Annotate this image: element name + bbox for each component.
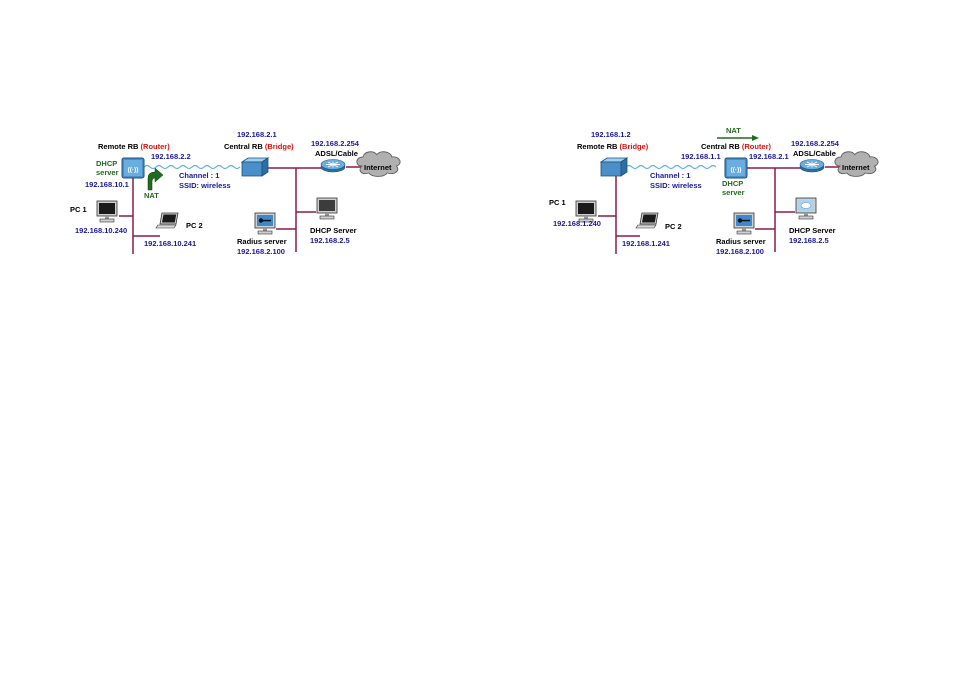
nat-arrow-icon: [147, 167, 164, 191]
remote-rb-title: Remote RB (Router): [98, 142, 170, 151]
dhcp-label-line2: server: [722, 188, 745, 197]
adsl-modem-icon: [799, 159, 825, 173]
diagram-left: ((·)) Remote RB (Router) 192.168.2.1 Cen…: [70, 130, 401, 256]
dhcp-server-ip: 192.168.2.5: [310, 236, 350, 245]
central-wan-ip: 192.168.2.1: [749, 152, 789, 161]
svg-text:((·)): ((·)): [731, 167, 742, 174]
adsl-label: ADSL/Cable: [315, 149, 358, 158]
adsl-modem-icon: [320, 159, 346, 173]
channel-label: Channel : 1: [650, 171, 690, 180]
ssid-label: SSID: wireless: [179, 181, 231, 190]
nat-arrow-icon: [717, 135, 759, 141]
adsl-label: ADSL/Cable: [793, 149, 836, 158]
remote-lan-ip: 192.168.10.1: [85, 180, 129, 189]
ssid-label: SSID: wireless: [650, 181, 702, 190]
wireless-link: [143, 164, 241, 170]
dhcp-server-icon: [316, 197, 338, 220]
radius-label: Radius server: [237, 237, 287, 246]
diagram-right: ((·)) 192.168.1.2 Remote RB (Bridge) NAT…: [549, 126, 879, 256]
dhcp-server-ip: 192.168.2.5: [789, 236, 829, 245]
lan-cables: [598, 166, 843, 254]
pc2-label: PC 2: [186, 221, 203, 230]
dhcp-label-line1: DHCP: [722, 179, 743, 188]
wireless-link: [625, 164, 717, 170]
central-rb-ip: 192.168.2.1: [237, 130, 277, 139]
radius-server-icon: [733, 212, 755, 235]
svg-text:((·)): ((·)): [128, 167, 139, 174]
central-rb-router-icon: ((·)): [724, 157, 748, 179]
pc1-ip: 192.168.1.240: [553, 219, 601, 228]
dhcp-server-label: DHCP Server: [310, 226, 357, 235]
pc2-ip: 192.168.1.241: [622, 239, 670, 248]
central-rb-title: Central RB (Bridge): [224, 142, 294, 151]
nat-label: NAT: [144, 191, 159, 200]
internet-label: Internet: [364, 163, 392, 172]
pc2-icon: [155, 212, 179, 229]
pc2-label: PC 2: [665, 222, 682, 231]
central-wlan-ip: 192.168.1.1: [681, 152, 721, 161]
remote-rb-router-icon: ((·)): [121, 157, 145, 179]
pc1-label: PC 1: [70, 205, 87, 214]
remote-rb-ip: 192.168.1.2: [591, 130, 631, 139]
dhcp-label-line2: server: [96, 168, 119, 177]
internet-label: Internet: [842, 163, 870, 172]
pc1-label: PC 1: [549, 198, 566, 207]
dhcp-server-icon: [795, 197, 817, 220]
remote-wlan-ip: 192.168.2.2: [151, 152, 191, 161]
nat-label: NAT: [726, 126, 741, 135]
dhcp-server-label: DHCP Server: [789, 226, 836, 235]
central-rb-bridge-icon: [241, 157, 269, 177]
pc2-icon: [635, 212, 659, 229]
radius-ip: 192.168.2.100: [237, 247, 285, 256]
radius-ip: 192.168.2.100: [716, 247, 764, 256]
adsl-ip: 192.168.2.254: [791, 139, 840, 148]
pc2-ip: 192.168.10.241: [144, 239, 196, 248]
central-rb-title: Central RB (Router): [701, 142, 772, 151]
adsl-ip: 192.168.2.254: [311, 139, 360, 148]
dhcp-label-line1: DHCP: [96, 159, 117, 168]
radius-label: Radius server: [716, 237, 766, 246]
radius-server-icon: [254, 212, 276, 235]
pc1-icon: [96, 200, 118, 223]
remote-rb-bridge-icon: [600, 157, 628, 177]
pc1-ip: 192.168.10.240: [75, 226, 127, 235]
remote-rb-title: Remote RB (Bridge): [577, 142, 649, 151]
channel-label: Channel : 1: [179, 171, 219, 180]
